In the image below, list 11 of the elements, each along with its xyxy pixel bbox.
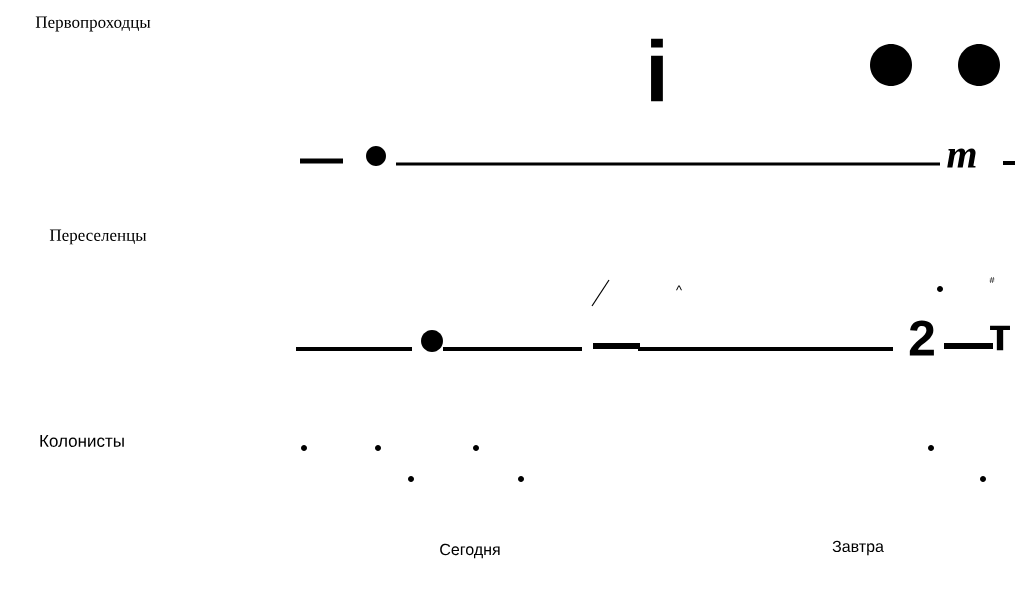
axis-label: Завтра (832, 540, 884, 556)
row-label: Первопроходцы (35, 16, 151, 32)
glyph: 2 (909, 320, 934, 356)
glyph: m (947, 148, 976, 168)
glyph: i (651, 38, 663, 102)
glyph: ^ (676, 285, 682, 291)
glyph: # (989, 276, 995, 284)
axis-label: Сегодня (440, 543, 500, 559)
row-label: Переселенцы (49, 229, 147, 245)
glyph: т (990, 325, 1010, 351)
row-label: Колонисты (40, 435, 124, 447)
